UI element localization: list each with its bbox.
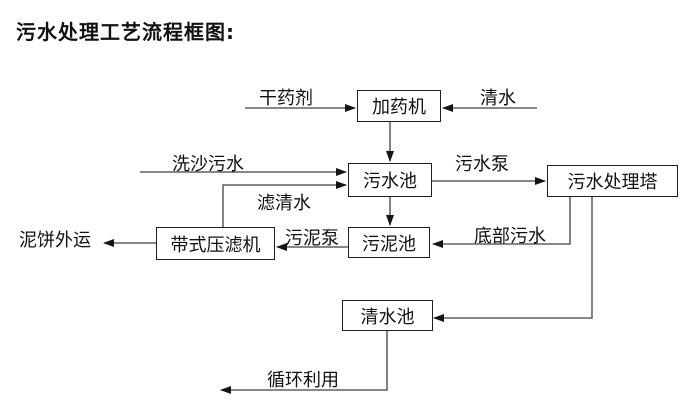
edge-label-sludge-pump: 污泥泵 xyxy=(285,228,339,249)
edge-label-mud-cake-out: 泥饼外运 xyxy=(19,230,91,251)
edge-label-bottom-sewage: 底部污水 xyxy=(474,226,546,247)
node-dosing-machine: 加药机 xyxy=(357,90,441,122)
edge-tower-to-clean-water-pool-arrow xyxy=(433,197,593,322)
node-sludge-pool: 污泥池 xyxy=(348,227,430,258)
edge-recycle-use-arrow xyxy=(220,331,388,394)
edge-filtered-water-arrow xyxy=(222,181,347,227)
edge-bottom-sewage-arrow xyxy=(432,197,571,248)
edge-label-filtered-water: 滤清水 xyxy=(257,193,311,214)
edge-label-clean-water-in: 清水 xyxy=(480,88,516,109)
node-sewage-treatment-tower: 污水处理塔 xyxy=(547,165,678,197)
edge-label-sand-washing-sewage: 洗沙污水 xyxy=(172,154,244,175)
edge-label-dry-chemical: 干药剂 xyxy=(259,88,313,109)
edge-label-recycle-use: 循环利用 xyxy=(267,370,339,391)
node-belt-filter-press: 带式压滤机 xyxy=(156,227,275,260)
node-clean-water-pool: 清水池 xyxy=(342,300,433,331)
edge-label-sewage-pump: 污水泵 xyxy=(455,154,509,175)
node-sewage-pool: 污水池 xyxy=(348,163,432,197)
page-title: 污水处理工艺流程框图: xyxy=(16,20,235,44)
